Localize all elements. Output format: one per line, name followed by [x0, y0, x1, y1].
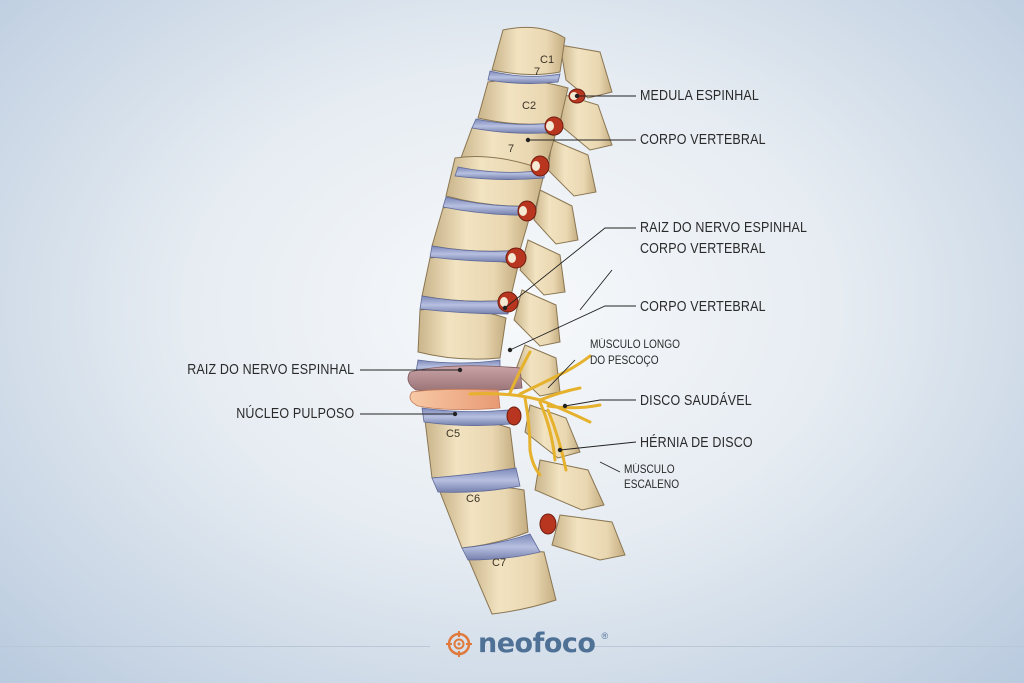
- leader-lines: [360, 95, 637, 473]
- vertebra-label-c7: C7: [492, 557, 507, 569]
- label-hernia-de-disco: HÉRNIA DE DISCO: [640, 435, 753, 451]
- vertebra-label-c6: C6: [466, 493, 481, 505]
- label-musculo-escaleno-1: MÚSCULO: [624, 464, 675, 476]
- target-icon: [446, 630, 472, 657]
- vertebral-bodies: [417, 26, 569, 615]
- label-corpo-vertebral-2: CORPO VERTEBRAL: [640, 241, 766, 257]
- vertebra-label-c5: C5: [446, 428, 461, 440]
- label-medula-espinhal: MEDULA ESPINHAL: [640, 88, 760, 104]
- vertebra-label-c2: C2: [522, 100, 537, 112]
- label-musculo-longo-1: MÚSCULO LONGO: [590, 339, 680, 351]
- label-raiz-nervo-espinhal-left: RAIZ DO NERVO ESPINHAL: [186, 362, 354, 378]
- label-corpo-vertebral-1: CORPO VERTEBRAL: [640, 132, 766, 148]
- brand-registered-mark: ®: [601, 630, 609, 641]
- intervertebral-discs: [415, 70, 561, 561]
- brand-name: neofoco: [478, 628, 596, 659]
- label-musculo-longo-2: DO PESCOÇO: [590, 355, 659, 367]
- label-disco-saudavel: DISCO SAUDÁVEL: [640, 393, 752, 409]
- nerve-roots: [468, 350, 602, 477]
- label-nucleo-pulposo: NÚCLEO PULPOSO: [235, 406, 354, 422]
- footer-divider-left: [0, 646, 430, 647]
- label-musculo-escaleno-2: ESCALENO: [624, 479, 680, 491]
- spinous-processes: [513, 44, 626, 561]
- label-corpo-vertebral-3: CORPO VERTEBRAL: [640, 299, 766, 315]
- footer-divider-right: [594, 646, 1024, 647]
- brand-logo: neofoco ®: [446, 628, 608, 659]
- label-raiz-nervo-espinhal-right: RAIZ DO NERVO ESPINHAL: [640, 220, 808, 236]
- vertebra-label-c3-number: 7: [508, 143, 515, 155]
- vertebra-label-c1: C1: [540, 54, 555, 66]
- vertebra-label-c1-number: 7: [534, 66, 541, 78]
